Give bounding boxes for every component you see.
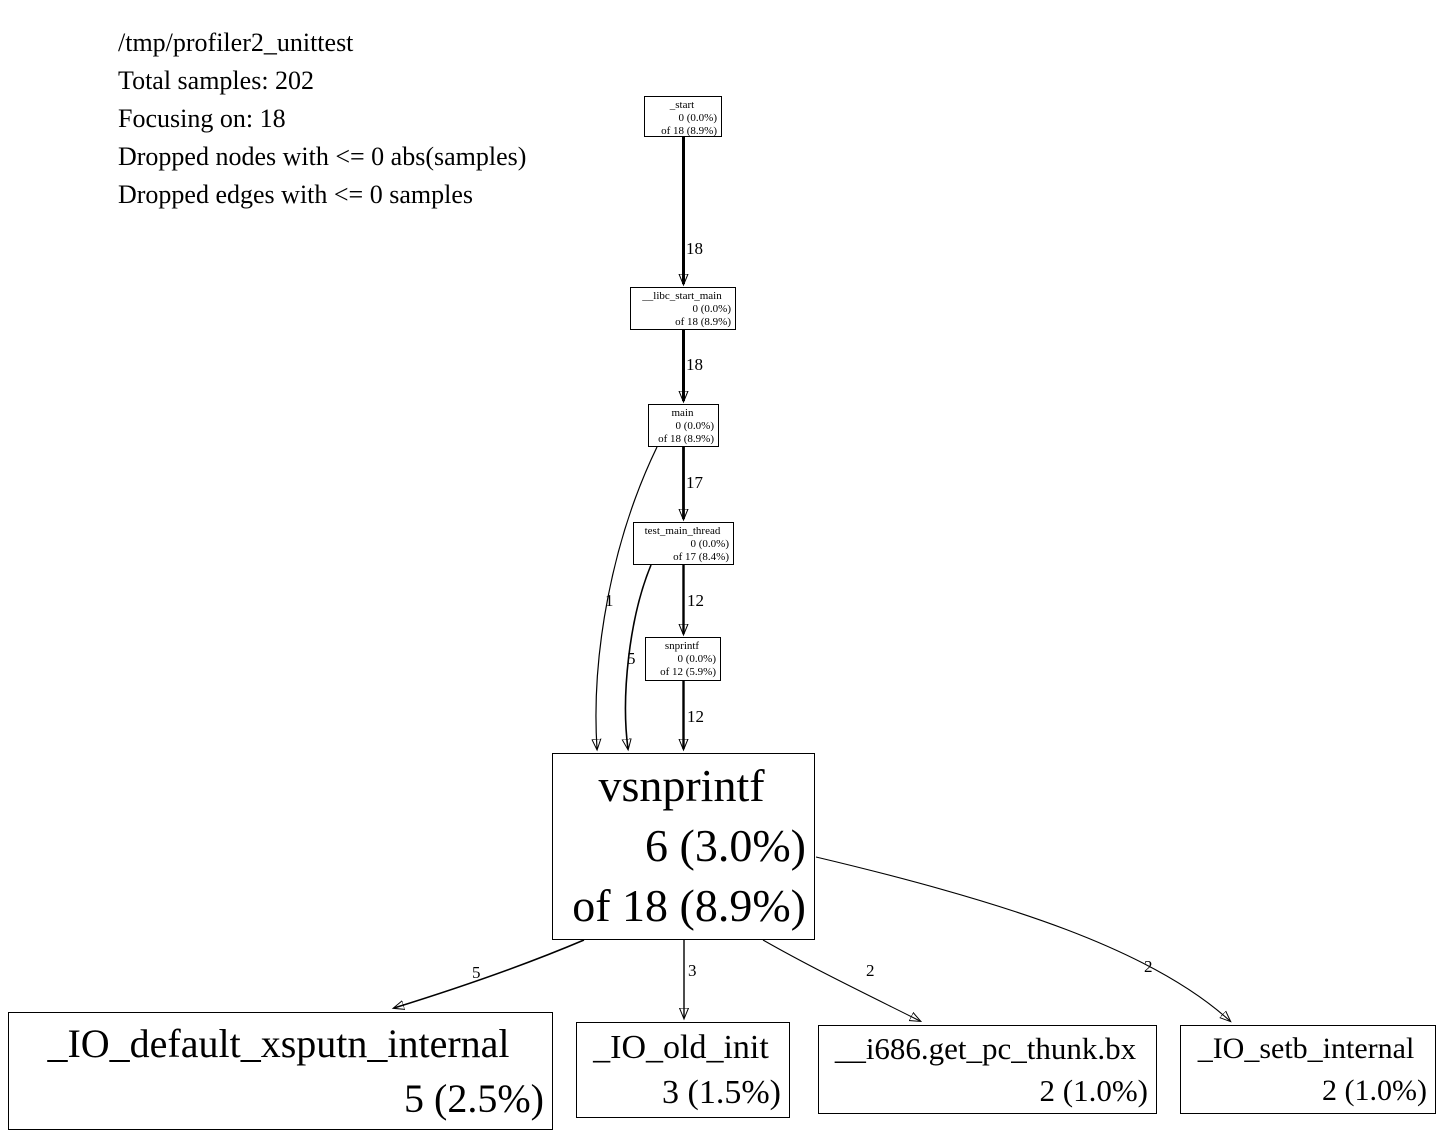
node-name: _start	[669, 99, 695, 111]
node-total-samples: of 18 (8.9%)	[675, 316, 731, 328]
node-io-old-init: _IO_old_init 3 (1.5%)	[576, 1022, 790, 1118]
node-main: main 0 (0.0%) of 18 (8.9%)	[648, 404, 719, 447]
node-name: __libc_start_main	[642, 290, 722, 302]
node-self-samples: 0 (0.0%)	[678, 112, 718, 124]
node-total-samples: of 18 (8.9%)	[658, 433, 714, 445]
node-io-setb-internal: _IO_setb_internal 2 (1.0%)	[1180, 1025, 1436, 1114]
node-test-main-thread: test_main_thread 0 (0.0%) of 17 (8.4%)	[633, 522, 734, 565]
node-name: __i686.get_pc_thunk.bx	[834, 1031, 1137, 1066]
node-total-samples: of 17 (8.4%)	[673, 551, 729, 563]
node-name: snprintf	[664, 640, 700, 652]
node-total-samples: of 18 (8.9%)	[661, 125, 717, 137]
edge-label-vsnprintf-oldinit: 3	[688, 961, 697, 980]
edge-vsnprintf-to-xsputn	[394, 939, 585, 1008]
node-self-samples: 2 (1.0%)	[1039, 1073, 1148, 1108]
profile-header: /tmp/profiler2_unittest Total samples: 2…	[118, 24, 526, 214]
node-i686-get-pc-thunk: __i686.get_pc_thunk.bx 2 (1.0%)	[818, 1025, 1157, 1114]
edge-label-start-libc: 18	[686, 239, 703, 258]
edge-label-main-vsnprintf: 1	[605, 591, 614, 610]
node-libc-start-main: __libc_start_main 0 (0.0%) of 18 (8.9%)	[630, 287, 736, 330]
edge-label-test-snprintf: 12	[687, 591, 704, 610]
edge-label-test-vsnprintf: 5	[627, 649, 636, 668]
node-name: _IO_default_xsputn_internal	[47, 1021, 510, 1066]
node-self-samples: 0 (0.0%)	[677, 653, 717, 665]
edge-label-vsnprintf-setb: 2	[1144, 957, 1153, 976]
node-total-samples: of 18 (8.9%)	[572, 880, 806, 931]
edge-label-main-test: 17	[686, 473, 703, 492]
focusing-line: Focusing on: 18	[118, 104, 286, 133]
edge-label-snprintf-vsnprintf: 12	[687, 707, 704, 726]
edge-test-to-vsnprintf	[626, 564, 652, 749]
node-name: main	[671, 407, 694, 419]
total-samples-line: Total samples: 202	[118, 66, 315, 95]
edge-label-vsnprintf-xsputn: 5	[472, 963, 481, 982]
node-self-samples: 6 (3.0%)	[645, 820, 806, 871]
node-vsnprintf: vsnprintf 6 (3.0%) of 18 (8.9%)	[552, 753, 815, 940]
edge-vsnprintf-to-thunk	[762, 939, 920, 1021]
node-name: vsnprintf	[598, 760, 765, 811]
node-start: _start 0 (0.0%) of 18 (8.9%)	[644, 96, 722, 137]
node-self-samples: 5 (2.5%)	[404, 1076, 544, 1121]
node-self-samples: 3 (1.5%)	[662, 1074, 781, 1111]
node-total-samples: of 12 (5.9%)	[660, 666, 716, 678]
profile-path: /tmp/profiler2_unittest	[118, 28, 354, 57]
edge-label-vsnprintf-thunk: 2	[866, 961, 875, 980]
edge-main-to-vsnprintf	[596, 446, 658, 749]
edge-label-libc-main: 18	[686, 355, 703, 374]
node-name: _IO_setb_internal	[1197, 1032, 1415, 1065]
node-self-samples: 2 (1.0%)	[1322, 1074, 1427, 1107]
node-self-samples: 0 (0.0%)	[675, 420, 715, 432]
node-io-default-xsputn-internal: _IO_default_xsputn_internal 5 (2.5%)	[8, 1012, 553, 1130]
node-self-samples: 0 (0.0%)	[692, 303, 732, 315]
node-self-samples: 0 (0.0%)	[690, 538, 730, 550]
node-snprintf: snprintf 0 (0.0%) of 12 (5.9%)	[645, 637, 721, 681]
dropped-nodes-line: Dropped nodes with <= 0 abs(samples)	[118, 142, 527, 171]
dropped-edges-line: Dropped edges with <= 0 samples	[118, 180, 473, 209]
edge-vsnprintf-to-setb	[815, 856, 1230, 1021]
node-name: test_main_thread	[644, 525, 721, 537]
node-name: _IO_old_init	[593, 1029, 769, 1066]
